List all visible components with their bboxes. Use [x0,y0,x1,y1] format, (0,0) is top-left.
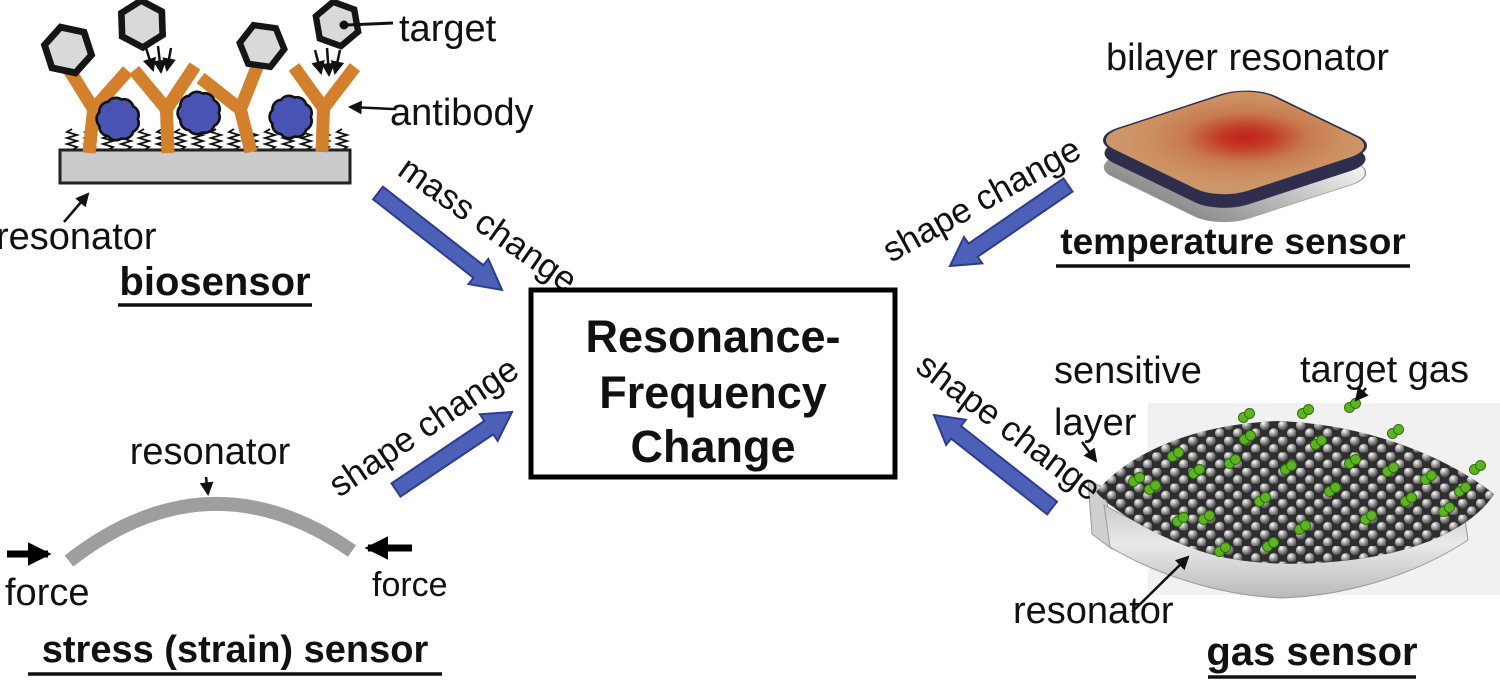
stress-resonator-arc [64,496,356,567]
center-box-line1: Resonance- [585,311,840,362]
label-stress-resonator: resonator [130,431,291,473]
binding-arrow-icons [142,45,345,78]
title-temperature-sensor: temperature sensor [1060,221,1405,262]
center-box-group: Resonance- Frequency Change [528,287,898,480]
biosensor-group: target antibody resonator biosensor [0,0,534,307]
target-callout-dot [339,20,349,30]
mass-change-arrow-group: mass change [371,149,584,300]
target-gas-callout-arrow [1354,386,1369,402]
gas-sensor-group: sensitive layer target gas resonator gas… [909,345,1500,679]
bilayer-plate-icon [1103,90,1367,223]
stress-resonator-callout-arrow [199,476,214,497]
temperature-sensor-group: bilayer resonator temperature sensor sha… [876,37,1410,270]
label-sensitive-layer-line1: sensitive [1054,350,1202,392]
label-antibody: antibody [390,92,534,134]
gas-resonator-callout-arrow [1131,555,1190,613]
title-gas-sensor: gas sensor [1206,630,1417,674]
antibody-callout-arrow [347,100,394,115]
sensitive-layer-spheres-icon [1096,421,1494,564]
center-box-line2: Frequency [599,367,827,418]
title-stress-sensor: stress (strain) sensor [42,629,429,671]
target-hexagon-icons [40,0,365,75]
shape-change-arrow-stress-icon [390,410,514,498]
target-callout-line [346,21,394,27]
center-box [528,287,898,480]
title-biosensor: biosensor [119,260,310,304]
label-bilayer-resonator: bilayer resonator [1106,37,1389,79]
sensitive-layer-callout-arrow [1080,441,1098,463]
biosensor-resonator-callout-arrow [63,192,90,223]
label-force-right: force [372,566,448,604]
shape-change-arrow-gas-icon [932,413,1059,516]
shape-change-arrow-temperature-icon [948,177,1074,268]
label-sensitive-layer-line2: layer [1054,402,1137,444]
label-target: target [399,8,497,50]
label-force-left: force [5,572,89,614]
label-biosensor-resonator: resonator [0,216,157,258]
label-target-gas: target gas [1300,349,1469,391]
center-box-line3: Change [630,421,795,472]
analyte-blob-icons [95,90,314,142]
biosensor-resonator-bar [58,148,352,185]
stress-sensor-group: resonator force force stress (strain) se… [5,349,526,676]
mass-change-arrow-icon [371,185,504,292]
